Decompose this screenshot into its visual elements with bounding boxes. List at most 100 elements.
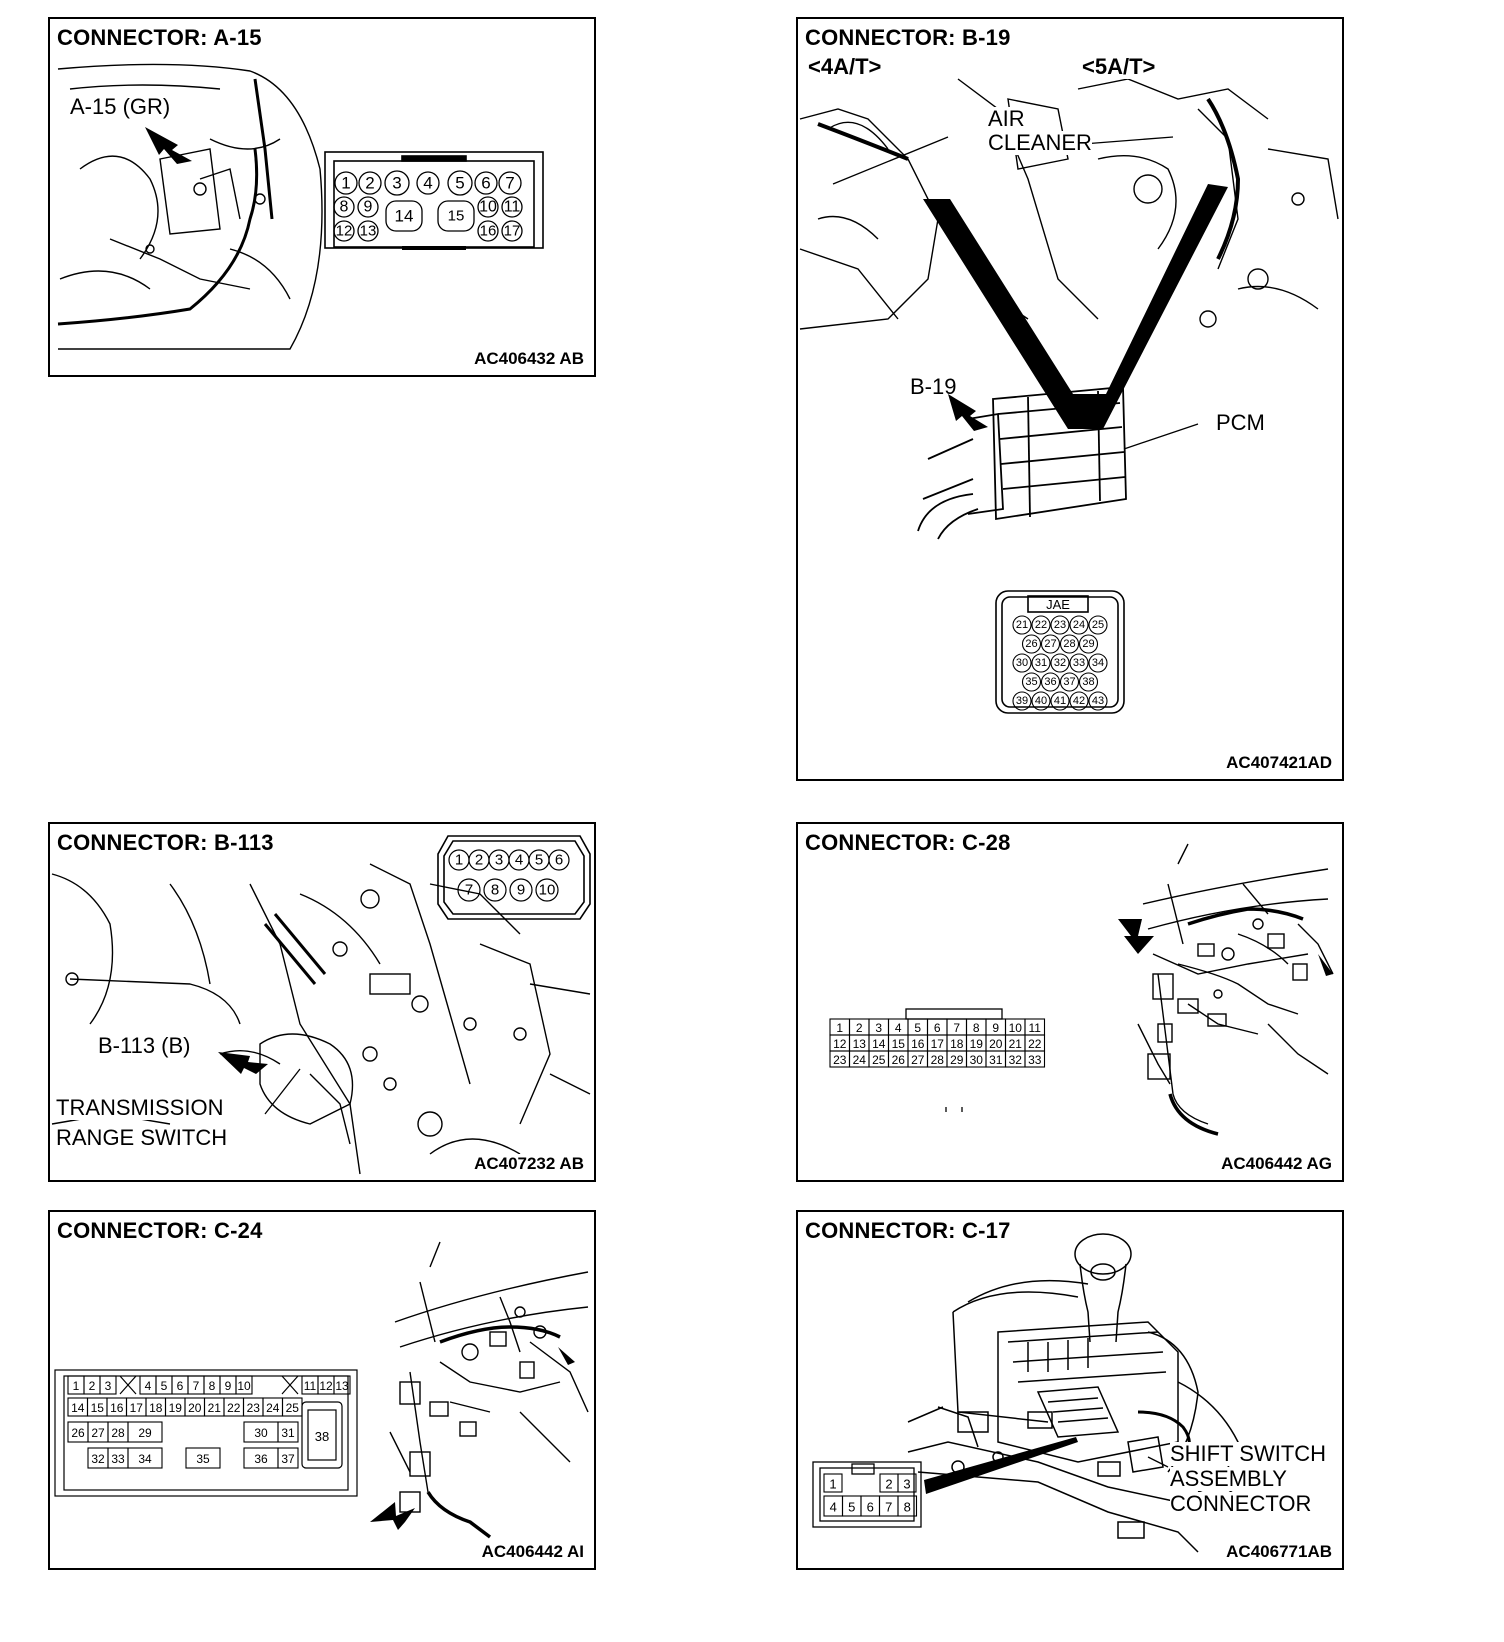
pin-number: 21 <box>208 1401 222 1415</box>
pin-number: 14 <box>872 1037 886 1051</box>
pin-number: 24 <box>266 1401 280 1415</box>
pin-number: 16 <box>110 1401 124 1415</box>
pin-cavity <box>1031 691 1051 711</box>
air-cleaner-label-line1: AIR <box>988 106 1025 132</box>
pin-cavity <box>357 196 379 218</box>
pin-cavity <box>1031 653 1051 673</box>
pin-cavity <box>457 878 481 902</box>
pin-cavity <box>483 878 507 902</box>
pin-number: 34 <box>1092 657 1104 669</box>
pin-number: 2 <box>365 174 374 193</box>
pin-number: 6 <box>555 852 563 869</box>
pin-number: 31 <box>1035 657 1047 669</box>
pin-number: 12 <box>833 1037 847 1051</box>
pin-number: 17 <box>130 1401 144 1415</box>
pin-number: 8 <box>904 1500 911 1515</box>
pin-cavity <box>277 1447 299 1469</box>
pin-number: 32 <box>1054 657 1066 669</box>
pin-number: 36 <box>254 1452 268 1466</box>
pin-cavity <box>416 171 440 195</box>
panel-title: CONNECTOR: B-19 <box>805 25 1015 51</box>
pin-cavity <box>1040 672 1061 692</box>
pin-number: 1 <box>341 174 350 193</box>
pin-cavity <box>498 171 522 195</box>
pin-number: 37 <box>1063 676 1075 688</box>
pin-number: 29 <box>138 1426 152 1440</box>
pin-cavity <box>897 1473 917 1493</box>
connector-location-label: A-15 (GR) <box>70 94 171 120</box>
shift-switch-label-line1: SHIFT SWITCH <box>1170 1441 1327 1467</box>
pin-number: 6 <box>867 1500 874 1515</box>
pin-number: 11 <box>304 1379 317 1393</box>
panel-c28: CONNECTOR: C-28 <box>796 822 1344 1182</box>
pin-number: 30 <box>970 1053 984 1067</box>
pin-number: 3 <box>903 1477 910 1492</box>
pin-number: 7 <box>953 1021 960 1035</box>
pin-cavity <box>1069 653 1089 673</box>
pin-number: 5 <box>161 1379 168 1393</box>
pin-number: 35 <box>196 1452 210 1466</box>
pin-number: 7 <box>505 174 514 193</box>
pin-number: 22 <box>227 1401 241 1415</box>
pin-number: 36 <box>1044 676 1056 688</box>
panel-title: CONNECTOR: C-17 <box>805 1218 1015 1244</box>
panel-title: CONNECTOR: B-113 <box>57 830 278 856</box>
pin-number: 5 <box>914 1021 921 1035</box>
pin-cavity <box>1031 615 1051 635</box>
figure-code: AC406442 AG <box>1217 1154 1332 1174</box>
pin-number: 2 <box>885 1477 892 1492</box>
pin-cavity <box>1024 1050 1046 1068</box>
pin-cavity <box>334 171 358 195</box>
pin-number: 8 <box>209 1379 216 1393</box>
pin-number: 32 <box>1009 1053 1023 1067</box>
pin-cavity <box>277 1421 299 1443</box>
pin-number: 9 <box>364 199 373 216</box>
pin-number: 5 <box>535 852 543 869</box>
pin-number: 7 <box>465 882 473 899</box>
pin-number: 35 <box>1025 676 1037 688</box>
pin-number: 21 <box>1016 619 1028 631</box>
pin-cavity <box>1012 653 1032 673</box>
pin-number: 30 <box>254 1426 268 1440</box>
pin-number: 24 <box>1073 619 1085 631</box>
pin-number: 28 <box>931 1053 945 1067</box>
pin-cavity <box>1012 691 1032 711</box>
pin-cavity <box>1069 615 1089 635</box>
panel-b19: CONNECTOR: B-19 <4A/T> <5A/T> <box>796 17 1344 781</box>
pin-number: 25 <box>286 1401 300 1415</box>
pin-number: 19 <box>970 1037 984 1051</box>
pin-number: 1 <box>836 1021 843 1035</box>
pin-cavity <box>1088 653 1108 673</box>
panel-a15: CONNECTOR: A-15 A-15 (GR) <box>48 17 596 377</box>
variant-label-5at: <5A/T> <box>1082 54 1156 80</box>
pin-number: 19 <box>169 1401 183 1415</box>
pin-cavity <box>1021 672 1042 692</box>
pin-number: 10 <box>479 199 497 216</box>
pin-cavity <box>1021 634 1042 654</box>
pin-number: 2 <box>475 852 483 869</box>
pin-cavity <box>185 1447 221 1469</box>
pin-cavity <box>127 1421 163 1443</box>
pin-number: 32 <box>91 1452 105 1466</box>
pin-cavity <box>509 878 533 902</box>
pin-number: 13 <box>335 1379 349 1393</box>
connector-maker-text: JAE <box>1046 597 1070 612</box>
pin-cavity <box>99 1375 117 1395</box>
pin-number: 31 <box>281 1426 295 1440</box>
b19-connector-label: B-19 <box>910 374 957 399</box>
pin-number: 6 <box>481 174 490 193</box>
figure-code: AC406771AB <box>1222 1542 1332 1562</box>
pin-number: 8 <box>973 1021 980 1035</box>
pin-number: 6 <box>177 1379 184 1393</box>
pin-number: 15 <box>892 1037 906 1051</box>
pin-number: 33 <box>1073 657 1085 669</box>
pin-number: 1 <box>73 1379 80 1393</box>
pin-cavity <box>1078 672 1099 692</box>
pin-cavity <box>1078 634 1099 654</box>
pin-number: 11 <box>504 199 521 216</box>
variant-label-4at: <4A/T> <box>808 54 882 80</box>
pin-number: 23 <box>833 1053 847 1067</box>
